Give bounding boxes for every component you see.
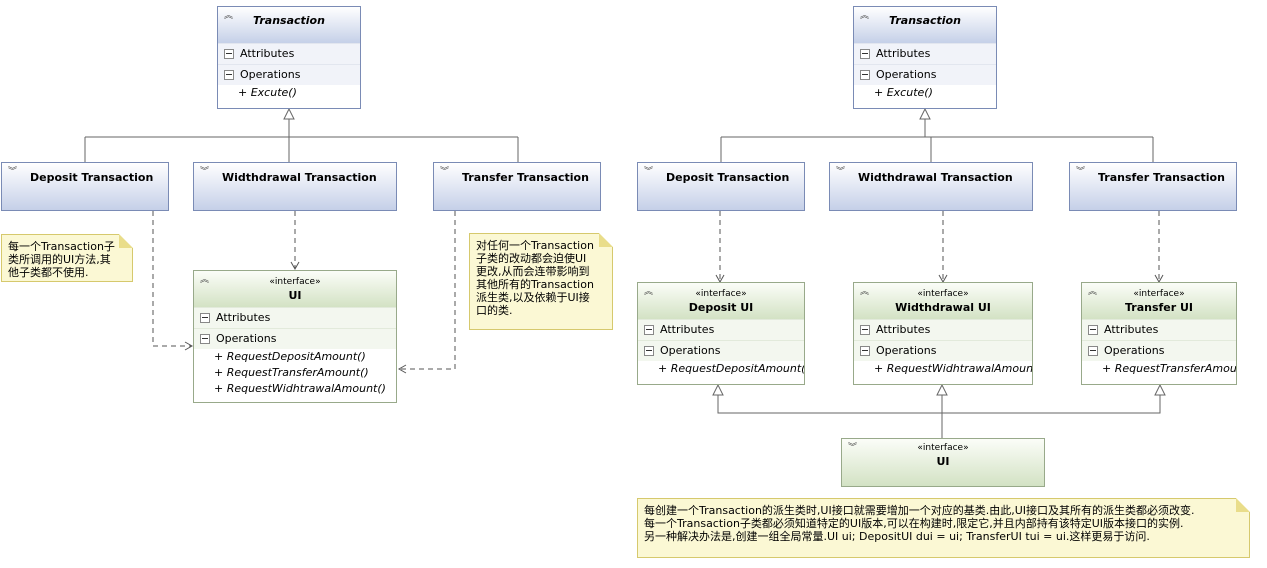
widthdrawal-ui-interface[interactable]: ︽ «interface» Widthdrawal UI Attributes … bbox=[853, 282, 1033, 385]
collapse-chevron-icon[interactable]: ︽ bbox=[860, 287, 869, 297]
method-request-deposit: + RequestDepositAmount() bbox=[658, 362, 804, 375]
left-transaction-class[interactable]: ︽ Transaction Attributes Operations + Ex… bbox=[217, 6, 361, 109]
collapse-minus-icon[interactable] bbox=[200, 334, 210, 344]
class-name: Widthdrawal Transaction bbox=[222, 171, 377, 184]
attributes-compartment[interactable]: Attributes bbox=[638, 319, 804, 340]
interface-name: Deposit UI bbox=[688, 301, 754, 314]
right-deposit-transaction-class[interactable]: ︾ Deposit Transaction bbox=[637, 162, 805, 211]
operations-compartment[interactable]: Operations bbox=[1082, 340, 1236, 361]
stereotype: «interface» bbox=[695, 289, 747, 299]
interface-name: Transfer UI bbox=[1124, 301, 1194, 314]
left-note-unused-methods[interactable]: 每一个Transaction子 类所调用的UI方法,其 他子类都不使用. bbox=[1, 234, 133, 282]
collapse-minus-icon[interactable] bbox=[860, 325, 870, 335]
expand-chevron-icon[interactable]: ︾ bbox=[836, 167, 845, 177]
stereotype: «interface» bbox=[1133, 289, 1185, 299]
collapse-chevron-icon[interactable]: ︽ bbox=[644, 287, 653, 297]
method-request-transfer: + RequestTransferAmou... bbox=[1102, 362, 1236, 375]
collapse-minus-icon[interactable] bbox=[224, 70, 234, 80]
collapse-minus-icon[interactable] bbox=[1088, 346, 1098, 356]
class-name: Transfer Transaction bbox=[462, 171, 589, 184]
collapse-minus-icon[interactable] bbox=[644, 325, 654, 335]
class-name: Transaction bbox=[253, 14, 325, 27]
deposit-ui-interface[interactable]: ︽ «interface» Deposit UI Attributes Oper… bbox=[637, 282, 805, 385]
left-ui-interface[interactable]: ︽ «interface» UI Attributes Operations +… bbox=[193, 270, 397, 403]
operations-compartment[interactable]: Operations bbox=[638, 340, 804, 361]
right-note-solution[interactable]: 每创建一个Transaction的派生类时,UI接口就需要增加一个对应的基类.由… bbox=[637, 498, 1250, 558]
expand-chevron-icon[interactable]: ︾ bbox=[440, 167, 449, 177]
collapse-minus-icon[interactable] bbox=[224, 49, 234, 59]
collapse-minus-icon[interactable] bbox=[860, 49, 870, 59]
method-request-widthdrawal: + RequestWidhtrawalAmount() bbox=[214, 382, 386, 395]
expand-chevron-icon[interactable]: ︾ bbox=[848, 443, 857, 453]
method-request-widthdrawal: + RequestWidhtrawalAmount() bbox=[874, 362, 1032, 375]
collapse-chevron-icon[interactable]: ︽ bbox=[860, 11, 869, 21]
method-request-transfer: + RequestTransferAmount() bbox=[214, 366, 369, 379]
left-deposit-transaction-class[interactable]: ︾ Deposit Transaction bbox=[1, 162, 169, 211]
right-transaction-class[interactable]: ︽ Transaction Attributes Operations + Ex… bbox=[853, 6, 997, 109]
operations-compartment[interactable]: Operations bbox=[854, 64, 996, 85]
attributes-compartment[interactable]: Attributes bbox=[1082, 319, 1236, 340]
collapse-chevron-icon[interactable]: ︽ bbox=[200, 275, 209, 285]
collapse-minus-icon[interactable] bbox=[644, 346, 654, 356]
left-transfer-transaction-class[interactable]: ︾ Transfer Transaction bbox=[433, 162, 601, 211]
attributes-compartment[interactable]: Attributes bbox=[218, 43, 360, 64]
stereotype: «interface» bbox=[917, 289, 969, 299]
transfer-ui-interface[interactable]: ︽ «interface» Transfer UI Attributes Ope… bbox=[1081, 282, 1237, 385]
class-name: Widthdrawal Transaction bbox=[858, 171, 1013, 184]
expand-chevron-icon[interactable]: ︾ bbox=[200, 167, 209, 177]
operations-compartment[interactable]: Operations bbox=[218, 64, 360, 85]
attributes-compartment[interactable]: Attributes bbox=[854, 319, 1032, 340]
collapse-minus-icon[interactable] bbox=[860, 346, 870, 356]
class-name: Transaction bbox=[889, 14, 961, 27]
stereotype: «interface» bbox=[269, 277, 321, 287]
expand-chevron-icon[interactable]: ︾ bbox=[8, 167, 17, 177]
interface-name: UI bbox=[936, 455, 950, 468]
collapse-minus-icon[interactable] bbox=[200, 313, 210, 323]
interface-name: Widthdrawal UI bbox=[895, 301, 991, 314]
right-transfer-transaction-class[interactable]: ︾ Transfer Transaction bbox=[1069, 162, 1237, 211]
left-note-change-impact[interactable]: 对任何一个Transaction 子类的改动都会迫使UI 更改,从而会连带影响到… bbox=[469, 233, 613, 330]
class-name: Transfer Transaction bbox=[1098, 171, 1225, 184]
method-request-deposit: + RequestDepositAmount() bbox=[214, 350, 366, 363]
right-widthdrawal-transaction-class[interactable]: ︾ Widthdrawal Transaction bbox=[829, 162, 1033, 211]
base-ui-interface[interactable]: ︾ «interface» UI bbox=[841, 438, 1045, 487]
collapse-minus-icon[interactable] bbox=[860, 70, 870, 80]
expand-chevron-icon[interactable]: ︾ bbox=[1076, 167, 1085, 177]
class-name: Deposit Transaction bbox=[666, 171, 790, 184]
interface-name: UI bbox=[288, 289, 302, 302]
stereotype: «interface» bbox=[917, 443, 969, 453]
attributes-compartment[interactable]: Attributes bbox=[194, 307, 396, 328]
class-name: Deposit Transaction bbox=[30, 171, 154, 184]
method-excute: + Excute() bbox=[874, 86, 933, 99]
collapse-chevron-icon[interactable]: ︽ bbox=[224, 11, 233, 21]
left-widthdrawal-transaction-class[interactable]: ︾ Widthdrawal Transaction bbox=[193, 162, 397, 211]
method-excute: + Excute() bbox=[238, 86, 297, 99]
attributes-compartment[interactable]: Attributes bbox=[854, 43, 996, 64]
collapse-chevron-icon[interactable]: ︽ bbox=[1088, 287, 1097, 297]
expand-chevron-icon[interactable]: ︾ bbox=[644, 167, 653, 177]
collapse-minus-icon[interactable] bbox=[1088, 325, 1098, 335]
operations-compartment[interactable]: Operations bbox=[194, 328, 396, 349]
operations-compartment[interactable]: Operations bbox=[854, 340, 1032, 361]
